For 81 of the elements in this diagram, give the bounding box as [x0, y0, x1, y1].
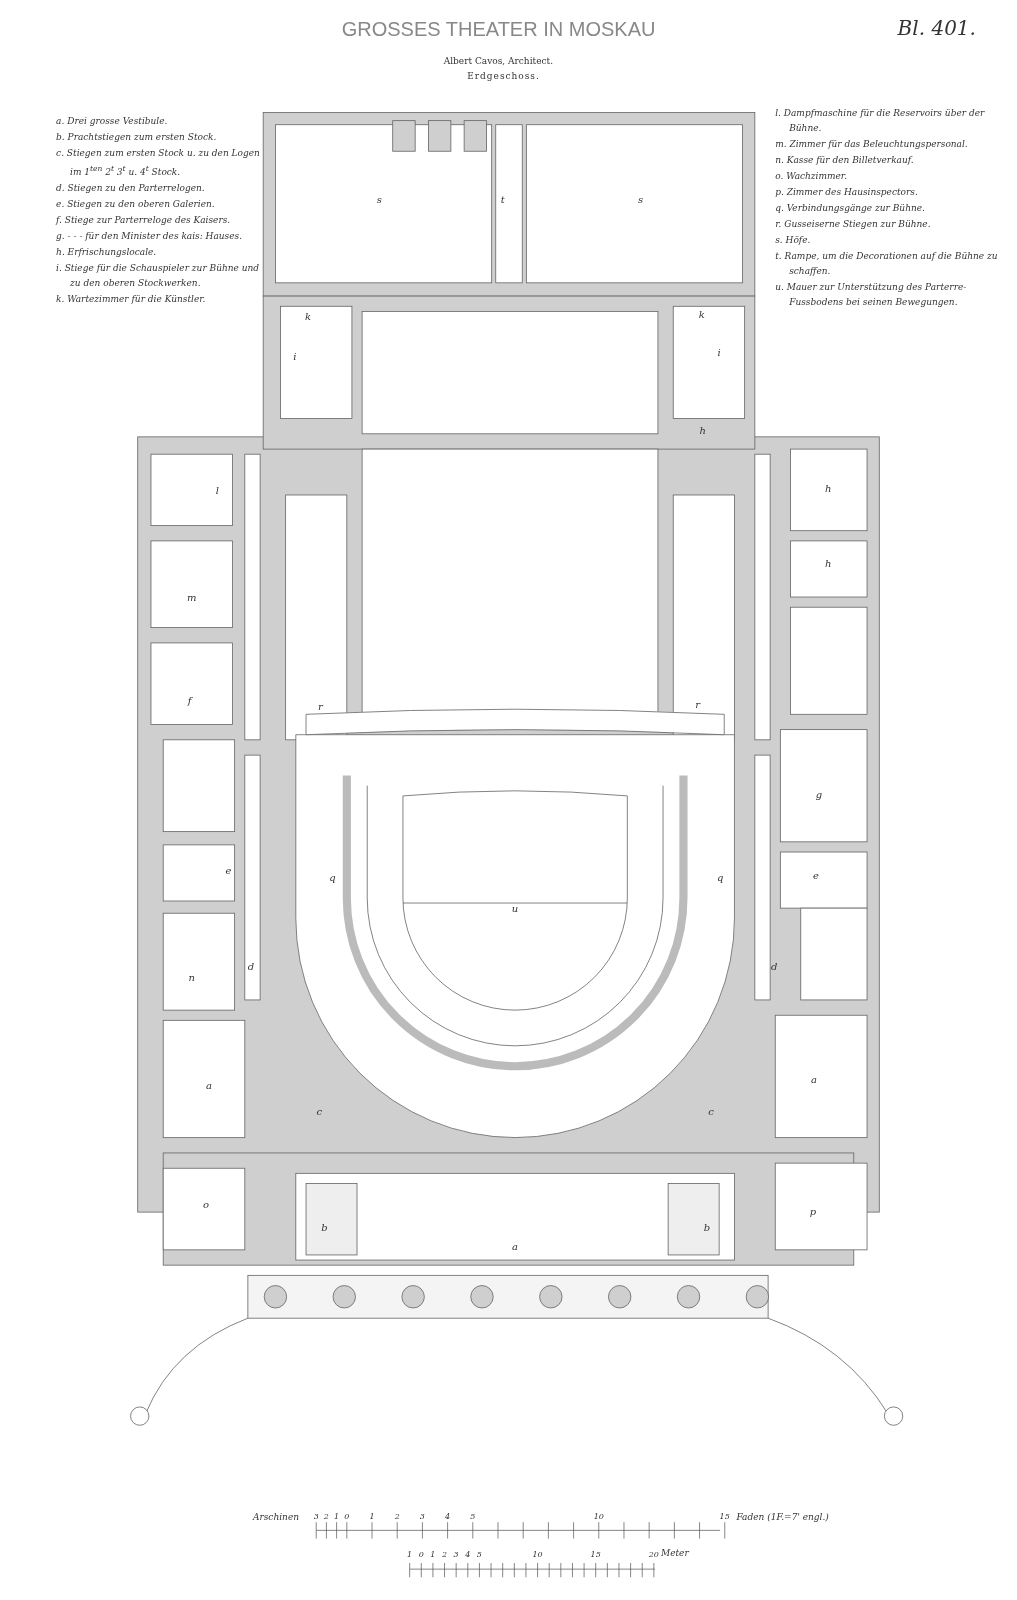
scale-label: Meter: [660, 1548, 689, 1559]
room-letter: t: [500, 193, 505, 205]
room-letter: a: [810, 1073, 817, 1085]
key-entry: m. Zimmer für das Beleuchtungspersonal.: [775, 138, 969, 152]
key-entry: a. Drei grosse Vestibule.: [56, 115, 169, 129]
room-letter: k: [698, 308, 705, 320]
key-entry: b. Prachtstiegen zum ersten Stock.: [56, 131, 218, 145]
scale-label: Faden (1F.=7' engl.): [736, 1511, 829, 1522]
scale-number: 1: [334, 1511, 340, 1521]
key-entry: h. Erfrischungslocale.: [56, 246, 158, 260]
room-letter: o: [203, 1198, 210, 1210]
room-letter: s: [376, 193, 382, 205]
room-letter: q: [716, 871, 724, 883]
scale-number: 1: [407, 1550, 413, 1560]
scale-number: 4: [445, 1511, 451, 1521]
room-letter: p: [809, 1205, 817, 1217]
scale-number: 0: [344, 1511, 350, 1521]
room-letter: b: [703, 1221, 711, 1233]
room-letter: i: [717, 346, 721, 358]
room-letter: h: [699, 424, 706, 436]
room-letter: d: [770, 960, 778, 972]
key-entry: p. Zimmer des Hausinspectors.: [775, 186, 919, 200]
key-entry: r. Gusseiserne Stiegen zur Bühne.: [775, 218, 932, 232]
scale-number: 2: [323, 1511, 329, 1521]
key-entry: o. Wachzimmer.: [775, 170, 849, 184]
room-letter: a: [512, 1240, 519, 1252]
scale-number: 3: [313, 1511, 319, 1521]
room-letter: k: [305, 310, 312, 322]
scale-number: 20: [648, 1550, 659, 1560]
scale-number: 15: [590, 1550, 601, 1560]
architect-credit: Albert Cavos, Architect.: [443, 56, 553, 67]
key-entry: e. Stiegen zu den oberen Galerien.: [56, 198, 216, 212]
room-letter: h: [825, 557, 832, 569]
room-letter: g: [815, 788, 823, 800]
key-entry: u. Mauer zur Unterstützung des Parterre-Fussbodens bei seinen Bewegungen.: [775, 281, 968, 310]
room-letter: i: [293, 350, 297, 362]
key-entry: q. Verbindungsgänge zur Bühne.: [775, 202, 926, 216]
scale-number: 15: [719, 1511, 730, 1521]
room-letter: n: [188, 971, 195, 983]
floor-name: Erdgeschoss.: [467, 71, 540, 82]
sheet-number: Bl. 401.: [897, 16, 976, 41]
room-letter: m: [187, 591, 197, 603]
scale-number: 1: [369, 1511, 375, 1521]
scale-number: 5: [470, 1511, 476, 1521]
room-letter: a: [206, 1079, 213, 1091]
room-letter: b: [321, 1221, 328, 1233]
drawing-title: GROSSES THEATER IN MOSKAU: [341, 18, 656, 42]
scale-number: 2: [394, 1511, 400, 1521]
room-letter: e: [813, 869, 819, 881]
key-entry: f. Stiege zur Parterreloge des Kaisers.: [56, 214, 232, 228]
room-letter: q: [329, 871, 336, 883]
room-letter: f: [187, 694, 192, 706]
scale-number: 3: [453, 1550, 459, 1560]
key-entry: c. Stiegen zum ersten Stock u. zu den Logen im 1$^{ten}$ 2$^{t}$ 3$^{t}$ u. 4$^{t}$ Stock.: [56, 147, 261, 180]
room-letter: r: [317, 700, 323, 712]
scale-number: 5: [476, 1550, 482, 1560]
room-letter: h: [825, 482, 832, 494]
key-entry: i. Stiege für die Schauspieler zur Bühne und zu den oberen Stockwerken.: [56, 262, 261, 291]
key-entry: s. Höfe.: [775, 234, 812, 248]
room-letter: r: [695, 698, 701, 710]
room-letter: l: [215, 484, 219, 496]
room-letter: e: [225, 864, 232, 876]
scale-number: 1: [430, 1550, 436, 1560]
room-letter: u: [511, 902, 519, 914]
scale-number: 2: [441, 1550, 448, 1560]
key-entry: n. Kasse für den Billetverkauf.: [775, 154, 915, 168]
key-entry: l. Dampfmaschine für die Reservoirs über der Bühne.: [775, 107, 986, 136]
key-entry: k. Wartezimmer für die Künstler.: [56, 293, 207, 307]
room-letter: d: [247, 960, 255, 972]
scale-number: 3: [419, 1511, 425, 1521]
scale-number: 4: [465, 1550, 471, 1560]
scale-number: 0: [418, 1550, 424, 1560]
room-letter: c: [708, 1105, 714, 1117]
room-letter: c: [316, 1105, 323, 1117]
scale-number: 10: [532, 1550, 543, 1560]
room-letter: s: [638, 193, 644, 205]
scale-number: 10: [593, 1511, 604, 1521]
key-entry: t. Rampe, um die Decorationen auf die Bühne zu schaffen.: [775, 250, 999, 279]
key-entry: g. - - - für den Minister des kais: Hauses.: [56, 230, 244, 244]
key-entry: d. Stiegen zu den Parterrelogen.: [56, 182, 206, 196]
scale-label: Arschinen: [252, 1511, 299, 1522]
